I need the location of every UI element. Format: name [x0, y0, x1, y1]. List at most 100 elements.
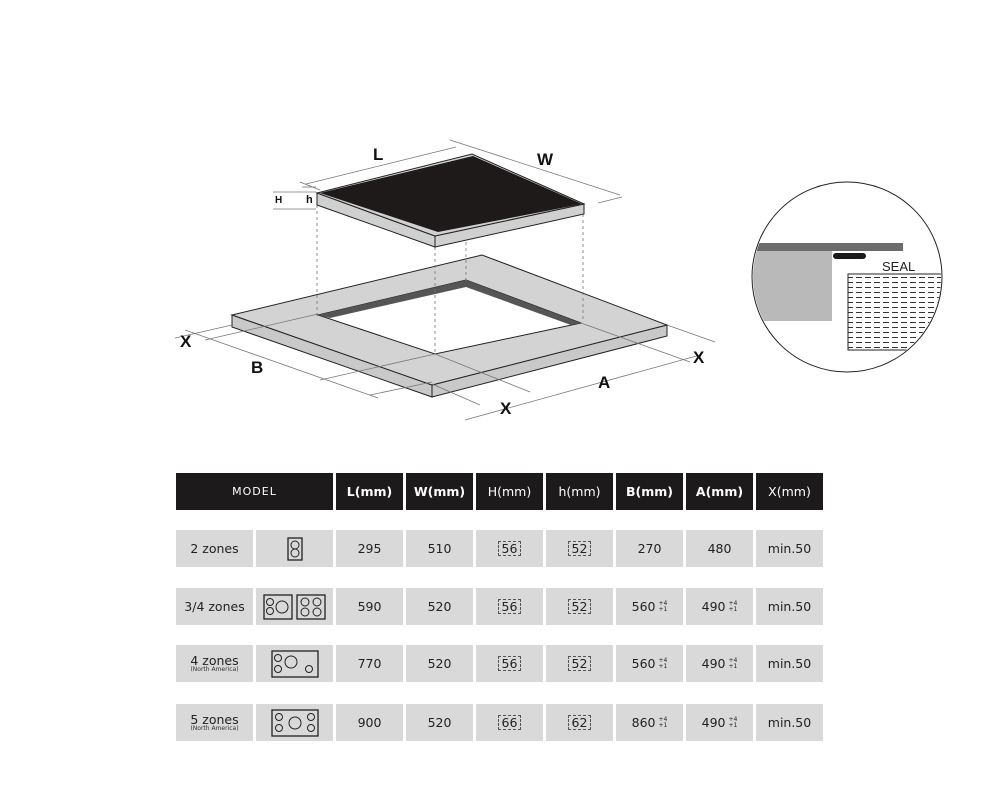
cell-A: 490+4+1	[686, 704, 753, 741]
value-A: 480	[707, 541, 732, 556]
model-name: 4 zones	[190, 652, 239, 668]
tolerance-value: +1	[658, 662, 668, 670]
value-H: 66	[497, 715, 522, 730]
cell-X: min.50	[756, 704, 823, 741]
hob-3-4-zones-icon	[262, 593, 326, 620]
header-hmm: H(mm)	[476, 473, 543, 510]
model-name-cell: 2 zones	[176, 530, 253, 567]
tolerance-value: +4	[658, 599, 668, 607]
value-W: 520	[427, 599, 452, 614]
value-h: 52	[567, 599, 592, 614]
value-W: 520	[427, 656, 452, 671]
hob-5-zones-icon	[270, 708, 319, 737]
label-A: A	[598, 373, 610, 392]
header-hmm: h(mm)	[546, 473, 613, 510]
cell-H: 56	[476, 588, 543, 625]
tolerance-value: +1	[728, 605, 738, 613]
model-name: 2 zones	[190, 540, 239, 556]
cell-H: 66	[476, 704, 543, 741]
model-icon-cell	[256, 588, 333, 625]
cell-h: 52	[546, 588, 613, 625]
tolerance-value: +1	[658, 721, 668, 729]
cell-h: 52	[546, 530, 613, 567]
model-name: 5 zones	[190, 711, 239, 727]
cell-X: min.50	[756, 530, 823, 567]
value-h: 52	[567, 541, 592, 556]
value-X: min.50	[767, 715, 812, 730]
value-X: min.50	[767, 599, 812, 614]
cell-B: 860+4+1	[616, 704, 683, 741]
cell-B: 560+4+1	[616, 588, 683, 625]
value-X: min.50	[767, 541, 812, 556]
cell-L: 590	[336, 588, 403, 625]
seal-strip	[833, 253, 866, 259]
value-A: 490	[701, 715, 726, 730]
value-W: 520	[427, 715, 452, 730]
header-model: MODEL	[176, 473, 333, 510]
seal-label: SEAL	[882, 259, 915, 274]
tolerance-value: +4	[728, 715, 738, 723]
model-name-cell: 5 zones(North America)	[176, 704, 253, 741]
value-W: 510	[427, 541, 452, 556]
model-icon-cell	[256, 704, 333, 741]
tolerance-value: +1	[728, 721, 738, 729]
value-L: 295	[357, 541, 382, 556]
cell-H: 56	[476, 530, 543, 567]
model-region: (North America)	[190, 665, 239, 673]
projection-lines	[316, 205, 584, 354]
value-B: 560	[631, 599, 656, 614]
label-W: W	[537, 150, 554, 169]
label-X-left: X	[180, 332, 192, 351]
cell-W: 520	[406, 588, 473, 625]
value-A: 490	[701, 599, 726, 614]
tolerance-value: +1	[728, 662, 738, 670]
cell-h: 62	[546, 704, 613, 741]
tolerance: +4+1	[728, 657, 738, 670]
cell-L: 770	[336, 645, 403, 682]
value-B: 270	[637, 541, 662, 556]
dimension-lines	[174, 139, 716, 421]
value-h: 62	[567, 715, 592, 730]
model-icon-cell	[256, 530, 333, 567]
value-A: 490	[701, 656, 726, 671]
header-xmm: X(mm)	[756, 473, 823, 510]
hob-4-zones-icon	[270, 649, 319, 678]
value-h: 52	[567, 656, 592, 671]
value-H: 56	[497, 599, 522, 614]
model-icon-cell	[256, 645, 333, 682]
tolerance-value: +4	[658, 715, 668, 723]
cell-W: 520	[406, 704, 473, 741]
tolerance-value: +4	[658, 656, 668, 664]
model-name: 3/4 zones	[184, 598, 245, 614]
model-region: (North America)	[190, 724, 239, 732]
cell-A: 480	[686, 530, 753, 567]
hob-2-zones-icon	[286, 536, 303, 561]
cell-H: 56	[476, 645, 543, 682]
installation-diagram: L W H h X B A X X SEAL	[174, 139, 943, 421]
cell-L: 295	[336, 530, 403, 567]
tolerance: +4+1	[658, 599, 668, 613]
value-X: min.50	[767, 656, 812, 671]
seal-detail: SEAL	[751, 181, 943, 373]
label-X-front: X	[500, 399, 512, 418]
cell-B: 560+4+1	[616, 645, 683, 682]
label-X-right: X	[693, 348, 705, 367]
cell-A: 490+4+1	[686, 588, 753, 625]
header-lmm: L(mm)	[336, 473, 403, 510]
value-H: 56	[497, 541, 522, 556]
cell-W: 520	[406, 645, 473, 682]
hob	[315, 153, 586, 248]
label-L: L	[373, 145, 383, 164]
label-H: H	[275, 195, 282, 206]
model-name-cell: 3/4 zones	[176, 588, 253, 625]
header-bmm: B(mm)	[616, 473, 683, 510]
value-L: 590	[357, 599, 382, 614]
cell-W: 510	[406, 530, 473, 567]
tolerance: +4+1	[658, 656, 668, 670]
model-name-cell: 4 zones(North America)	[176, 645, 253, 682]
value-H: 56	[497, 656, 522, 671]
tolerance-value: +4	[728, 599, 738, 607]
cell-X: min.50	[756, 588, 823, 625]
tolerance: +4+1	[728, 715, 738, 729]
header-wmm: W(mm)	[406, 473, 473, 510]
